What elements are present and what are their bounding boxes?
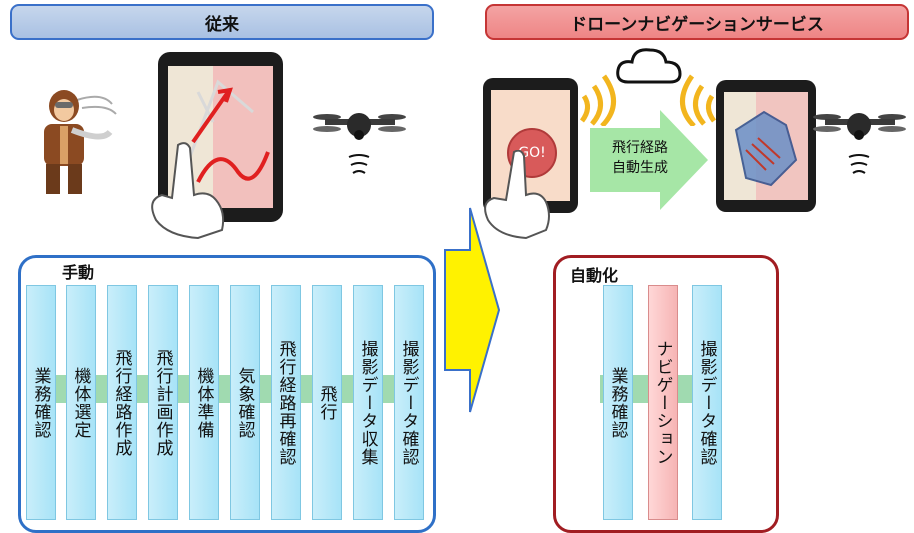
hand-pointer-icon xyxy=(484,150,550,240)
manual-step: 業務確認 xyxy=(26,285,56,520)
tablet-icon xyxy=(716,80,816,212)
manual-label: 手動 xyxy=(62,263,95,282)
manual-step: 飛行経路再確認 xyxy=(271,285,301,520)
navigation-step: ナビゲーション xyxy=(648,285,678,520)
manual-step: 機体準備 xyxy=(189,285,219,520)
manual-step: 撮影データ確認 xyxy=(394,285,424,520)
auto-label: 自動化 xyxy=(570,266,619,285)
manual-step: 飛行 xyxy=(312,285,342,520)
manual-step: 飛行計画作成 xyxy=(148,285,178,520)
route-generation-label: 飛行経路 自動生成 xyxy=(612,140,668,176)
conventional-header: 従来 xyxy=(10,4,434,40)
right-arrow-icon xyxy=(444,207,501,413)
route-generation-arrow xyxy=(590,110,708,210)
cloud-icon xyxy=(616,48,682,84)
auto-step: 業務確認 xyxy=(603,285,633,520)
service-header: ドローンナビゲーションサービス xyxy=(485,4,909,40)
drone-icon xyxy=(313,113,406,174)
manual-step: 気象確認 xyxy=(230,285,260,520)
drone-icon xyxy=(813,113,906,174)
auto-step: 撮影データ確認 xyxy=(692,285,722,520)
wifi-signal-icon xyxy=(680,74,717,126)
wifi-signal-icon xyxy=(579,74,616,126)
manual-step: 機体選定 xyxy=(66,285,96,520)
aviator-icon xyxy=(44,90,117,194)
manual-step: 撮影データ収集 xyxy=(353,285,383,520)
hand-pointer-icon xyxy=(151,142,225,240)
manual-step: 飛行経路作成 xyxy=(107,285,137,520)
